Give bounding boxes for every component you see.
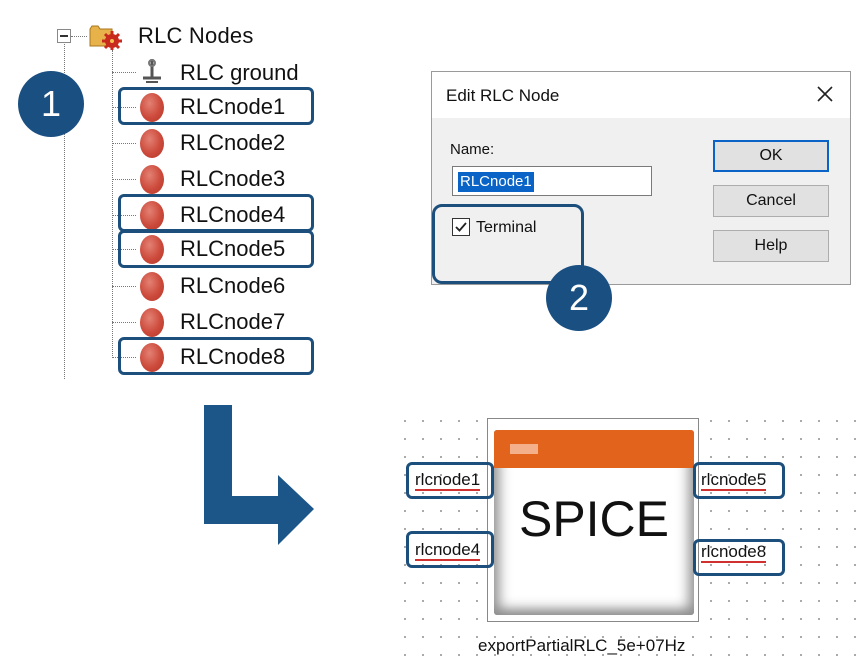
tree-item-label: RLCnode6 [180,273,286,298]
tree-connector [112,72,136,73]
node-icon [140,308,164,337]
highlight-box [406,462,494,499]
node-icon [140,93,164,122]
pin-text: rlcnode5 [701,470,767,491]
terminal-label[interactable]: Terminal [476,219,537,236]
pin-label-rlcnode1[interactable]: rlcnode1 [415,469,481,491]
highlight-box [693,462,785,499]
tree-root-label[interactable]: RLC Nodes [138,23,254,48]
tree-item-label: RLCnode8 [180,344,286,369]
tree-connector [112,357,136,358]
node-icon [140,343,164,372]
name-input[interactable]: RLCnode1 [452,166,652,196]
name-value: RLCnode1 [458,172,534,192]
pin-text: rlcnode1 [415,470,481,491]
highlight-box [118,194,314,232]
node-icon [140,165,164,194]
tree-item-label: RLCnode1 [180,94,286,119]
tree-connector [112,286,136,287]
dialog-title: Edit RLC Node [446,86,560,105]
tree-item-label: RLC ground [180,60,299,85]
highlight-box [432,204,584,284]
pin-text: rlcnode8 [701,542,767,563]
highlight-box [693,539,785,576]
terminal-checkbox[interactable] [452,218,470,236]
tree-item-label: RLCnode2 [180,130,286,155]
pin-label-rlcnode4[interactable]: rlcnode4 [415,539,481,561]
tree-connector [112,179,136,180]
tree-connector [64,44,65,379]
symbol-label: SPICE [518,491,670,547]
step-badge-1: 1 [18,71,84,137]
symbol-header [494,430,694,468]
tree-connector [112,249,136,250]
ground-icon [142,57,162,87]
highlight-box [118,230,314,268]
pin-label-rlcnode5[interactable]: rlcnode5 [701,469,767,491]
folder-gear-icon [88,22,122,51]
highlight-box [406,531,494,568]
tree-connector [112,215,136,216]
highlight-box [118,337,314,375]
tree-item-label: RLCnode7 [180,309,286,334]
corner-arrow-icon [200,405,320,555]
tree-connector [71,36,87,37]
ok-button[interactable]: OK [713,140,829,172]
node-icon [140,201,164,230]
dialog-titlebar[interactable]: Edit RLC Node [432,72,850,118]
help-button[interactable]: Help [713,230,829,262]
pin-text: rlcnode4 [415,540,481,561]
collapse-toggle[interactable] [57,29,71,43]
symbol-header-bar [510,444,538,454]
tree-connector [112,143,136,144]
tree-item-label: RLCnode5 [180,236,286,261]
tree-item-label: RLCnode3 [180,166,286,191]
rlc-nodes-tree: RLC Nodes RLC ground RLCnode1 RLCnode2 R… [0,0,340,390]
spice-symbol[interactable]: SPICE [494,430,694,615]
name-label: Name: [450,141,495,158]
node-icon [140,235,164,264]
component-label: exportPartialRLC_5e+07Hz [478,636,686,655]
tree-connector [112,107,136,108]
highlight-box [118,87,314,125]
pin-label-rlcnode8[interactable]: rlcnode8 [701,541,767,563]
tree-connector [112,322,136,323]
node-icon [140,272,164,301]
tree-connector [112,50,113,358]
edit-rlc-node-dialog: Edit RLC Node Name: RLCnode1 Terminal OK… [431,71,851,285]
close-icon[interactable] [814,83,836,105]
cancel-button[interactable]: Cancel [713,185,829,217]
tree-item-label: RLCnode4 [180,202,286,227]
step-badge-2: 2 [546,265,612,331]
node-icon [140,129,164,158]
